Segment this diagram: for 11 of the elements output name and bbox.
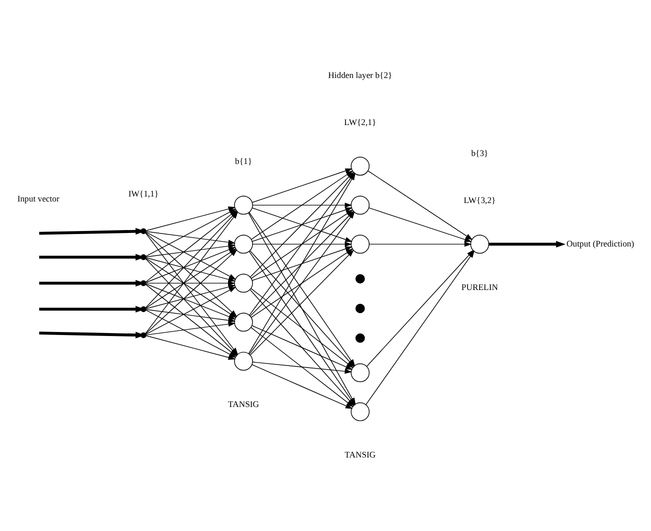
node-text: Output (Prediction)	[566, 238, 634, 248]
label: PURELIN	[461, 282, 498, 292]
label: TANSIG	[228, 398, 260, 409]
label: LW{2,1}	[344, 117, 376, 128]
label: Input vector	[17, 194, 60, 204]
label: LW{3,2}	[464, 195, 496, 206]
label: IW{1,1}	[128, 188, 159, 199]
label: b{3}	[471, 148, 488, 158]
label: Hidden layer b{2}	[328, 70, 392, 80]
label: TANSIG	[344, 449, 376, 460]
label: b{1}	[235, 156, 252, 166]
